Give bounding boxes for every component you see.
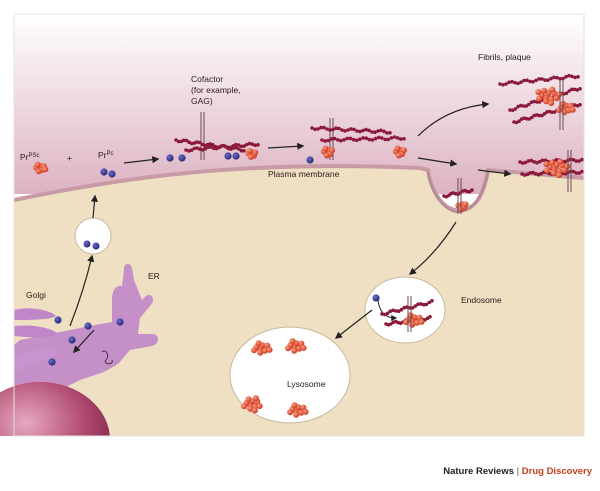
prpc-bead bbox=[232, 152, 240, 160]
vesicle-prpc-bead bbox=[83, 240, 91, 248]
gag-chain bbox=[320, 135, 406, 143]
prpc-bead bbox=[166, 154, 174, 162]
gag-chain bbox=[380, 299, 434, 317]
figure-frame bbox=[13, 13, 585, 437]
plus-sign: + bbox=[67, 153, 72, 163]
prpc-bead bbox=[108, 170, 116, 178]
arrow-to-lysosome bbox=[334, 309, 373, 339]
prpc-bead bbox=[84, 322, 92, 330]
prpc-bead bbox=[116, 318, 124, 326]
prpc-bead bbox=[100, 168, 108, 176]
prpc-bead bbox=[68, 336, 76, 344]
prpsc-aggregate bbox=[543, 158, 571, 179]
gag-chain bbox=[498, 73, 580, 87]
endosome-label: Endosome bbox=[461, 295, 502, 305]
prpc-bead bbox=[372, 294, 380, 302]
gag-chain bbox=[512, 103, 582, 125]
cofactor-label-line1: Cofactor bbox=[191, 74, 223, 84]
arrow-prpc-to-cofactor bbox=[123, 156, 160, 164]
er-label: ER bbox=[148, 271, 160, 281]
cytoplasm bbox=[14, 166, 584, 437]
arrow-conversion bbox=[267, 142, 305, 150]
golgi-stack-1 bbox=[14, 348, 59, 372]
journal-credit: Nature Reviews | Drug Discovery bbox=[443, 466, 592, 477]
cofactor-label-line2: (for example, bbox=[191, 85, 241, 95]
lysosome-label: Lysosome bbox=[287, 379, 326, 389]
lysosome-aggregate bbox=[241, 395, 263, 414]
prpsc-aggregate bbox=[245, 148, 259, 160]
lysosome-aggregate bbox=[251, 340, 273, 356]
journal-name: Nature Reviews bbox=[443, 466, 515, 477]
prpsc-aggregate bbox=[535, 86, 563, 107]
endosome bbox=[364, 276, 446, 344]
golgi-label: Golgi bbox=[26, 290, 46, 300]
journal-section: Drug Discovery bbox=[521, 466, 592, 477]
lysosome-aggregate bbox=[285, 338, 307, 354]
prpc-label: PrPc bbox=[98, 150, 114, 160]
prpsc-label: PrPSc bbox=[20, 152, 40, 162]
vesicle-prpc-bead bbox=[92, 242, 100, 250]
prpc-bead bbox=[48, 358, 56, 366]
prpc-bead bbox=[178, 154, 186, 162]
prpc-bead bbox=[224, 152, 232, 160]
golgi-stack-3 bbox=[14, 325, 58, 338]
arrow-to-surface bbox=[417, 157, 458, 167]
arrow-er-degradation bbox=[73, 329, 95, 354]
misfolded-strand bbox=[101, 350, 113, 365]
prpc-bead bbox=[306, 156, 314, 164]
prpsc-initial bbox=[33, 161, 49, 175]
arrow-golgi-to-vesicle bbox=[69, 254, 95, 327]
arrow-to-endosome bbox=[408, 221, 457, 275]
plasma-membrane-label: Plasma membrane bbox=[268, 169, 340, 179]
arrow-to-aggregates bbox=[477, 169, 512, 177]
golgi-stack-2 bbox=[14, 308, 56, 320]
prpc-bead bbox=[54, 316, 62, 324]
lysosome-aggregate bbox=[287, 402, 309, 418]
credit-separator: | bbox=[516, 466, 520, 477]
gag-chain bbox=[310, 125, 392, 135]
gag-chain bbox=[184, 141, 260, 153]
cofactor-label-line3: GAG) bbox=[191, 96, 213, 106]
fibrils-plaque-label: Fibrils, plaque bbox=[478, 52, 531, 62]
prpsc-aggregate bbox=[320, 145, 335, 159]
arrow-to-fibrils bbox=[417, 100, 490, 137]
secretory-vesicle bbox=[74, 217, 112, 255]
arrow-vesicle-to-membrane bbox=[90, 194, 99, 219]
prpsc-aggregate bbox=[392, 145, 407, 159]
